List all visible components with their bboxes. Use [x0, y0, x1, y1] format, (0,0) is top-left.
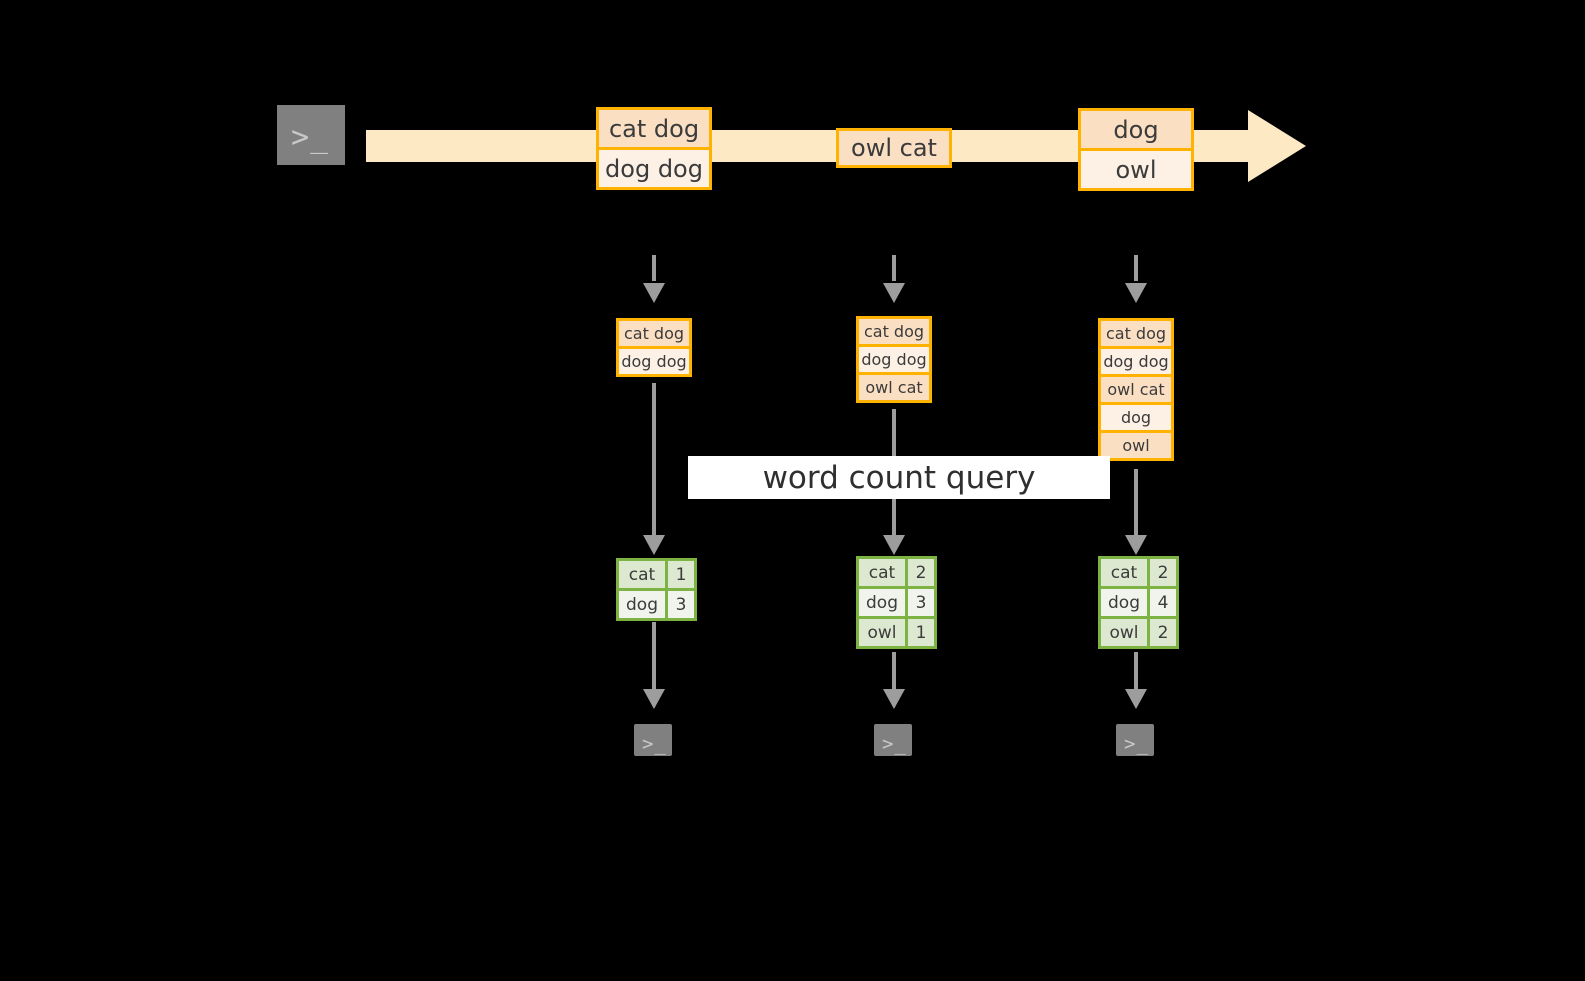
result-word: owl	[859, 619, 905, 646]
stream-event-batch-3: dog owl	[1078, 108, 1194, 191]
event-line: dog dog	[599, 150, 709, 187]
result-count: 3	[668, 591, 694, 618]
result-word: cat	[1101, 559, 1147, 586]
event-line: owl cat	[839, 131, 949, 165]
query-connector-1-line	[652, 383, 656, 538]
drop-connector-2-segment	[892, 255, 896, 281]
accumulated-line: cat dog	[859, 319, 929, 344]
event-line: dog	[1081, 111, 1191, 148]
accumulated-line: dog dog	[859, 347, 929, 372]
terminal-screen	[634, 724, 672, 756]
sink-connector-1-line	[652, 622, 656, 692]
drop-connector-1-segment	[652, 255, 656, 281]
terminal-screen	[277, 105, 345, 165]
query-connector-2-arrowhead-icon	[883, 535, 905, 555]
terminal-prompt-glyph: >_	[1124, 733, 1149, 755]
terminal-prompt-glyph: >_	[642, 733, 667, 755]
table-row: owl 1	[859, 619, 934, 646]
result-count: 1	[668, 561, 694, 588]
drop-connector-2-arrowhead-icon	[883, 283, 905, 303]
sink-connector-1-arrowhead-icon	[643, 689, 665, 709]
table-row: cat 1	[619, 561, 694, 588]
result-table-snapshot-2: cat 2 dog 3 owl 1	[856, 556, 937, 649]
sink-terminal-icon-1: >_	[626, 716, 680, 764]
drop-connector-3-arrowhead-icon	[1125, 283, 1147, 303]
table-row: cat 2	[1101, 559, 1176, 586]
stream-event-batch-2: owl cat	[836, 128, 952, 168]
query-connector-1-arrowhead-icon	[643, 535, 665, 555]
accumulated-line: dog dog	[1101, 349, 1171, 374]
result-count: 1	[908, 619, 934, 646]
accumulated-line: cat dog	[619, 321, 689, 346]
accumulated-events-snapshot-2: cat dog dog dog owl cat	[856, 316, 932, 403]
sink-terminal-icon-3: >_	[1108, 716, 1162, 764]
result-count: 3	[908, 589, 934, 616]
source-terminal-icon: >_	[267, 95, 355, 175]
result-count: 2	[908, 559, 934, 586]
result-count: 4	[1150, 589, 1176, 616]
result-word: dog	[1101, 589, 1147, 616]
sink-connector-2-arrowhead-icon	[883, 689, 905, 709]
query-label-band: word count query	[688, 456, 1110, 499]
table-row: cat 2	[859, 559, 934, 586]
result-word: owl	[1101, 619, 1147, 646]
result-word: cat	[619, 561, 665, 588]
drop-connector-3-segment	[1134, 255, 1138, 281]
result-word: dog	[859, 589, 905, 616]
sink-connector-3-arrowhead-icon	[1125, 689, 1147, 709]
query-label: word count query	[762, 459, 1036, 496]
stream-arrowhead-icon	[1248, 110, 1306, 182]
result-table-snapshot-3: cat 2 dog 4 owl 2	[1098, 556, 1179, 649]
result-table-snapshot-1: cat 1 dog 3	[616, 558, 697, 621]
query-connector-3-line	[1134, 469, 1138, 538]
terminal-prompt-glyph: >_	[291, 120, 330, 155]
result-count: 2	[1150, 619, 1176, 646]
terminal-prompt-glyph: >_	[882, 733, 907, 755]
sink-terminal-icon-2: >_	[866, 716, 920, 764]
table-row: dog 4	[1101, 589, 1176, 616]
accumulated-line: owl cat	[1101, 377, 1171, 402]
table-row: owl 2	[1101, 619, 1176, 646]
accumulated-line: cat dog	[1101, 321, 1171, 346]
terminal-screen	[874, 724, 912, 756]
result-count: 2	[1150, 559, 1176, 586]
sink-connector-2-line	[892, 652, 896, 692]
sink-connector-3-line	[1134, 652, 1138, 692]
accumulated-events-snapshot-1: cat dog dog dog	[616, 318, 692, 377]
accumulated-events-snapshot-3: cat dog dog dog owl cat dog owl	[1098, 318, 1174, 461]
event-line: owl	[1081, 151, 1191, 188]
accumulated-line: owl cat	[859, 375, 929, 400]
stream-event-batch-1: cat dog dog dog	[596, 107, 712, 190]
terminal-screen	[1116, 724, 1154, 756]
table-row: dog 3	[619, 591, 694, 618]
query-connector-3-arrowhead-icon	[1125, 535, 1147, 555]
accumulated-line: dog	[1101, 405, 1171, 430]
result-word: cat	[859, 559, 905, 586]
drop-connector-1-arrowhead-icon	[643, 283, 665, 303]
event-line: cat dog	[599, 110, 709, 147]
accumulated-line: dog dog	[619, 349, 689, 374]
result-word: dog	[619, 591, 665, 618]
accumulated-line: owl	[1101, 433, 1171, 458]
table-row: dog 3	[859, 589, 934, 616]
